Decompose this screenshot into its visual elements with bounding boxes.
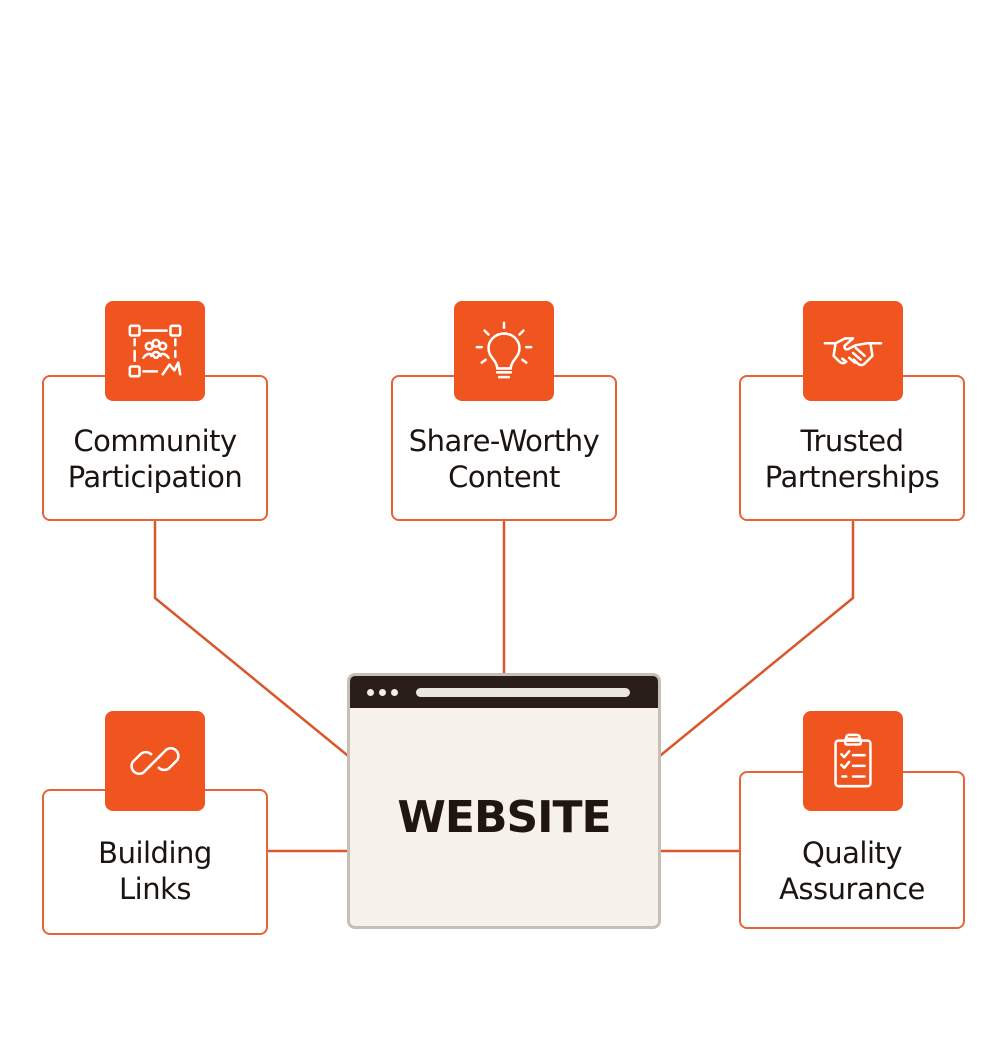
node-label: Share-Worthy Content [393, 423, 615, 495]
node-trusted-partnerships: Trusted Partnerships [739, 375, 965, 521]
node-label-line: Quality [801, 836, 903, 870]
icon-tile-partnerships [803, 301, 903, 401]
icon-tile-community [105, 301, 205, 401]
node-label-line: Assurance [779, 872, 925, 906]
browser-address-bar [416, 688, 630, 697]
connector-community [153, 520, 349, 757]
lightbulb-icon [475, 321, 533, 379]
node-label-line: Partnerships [764, 460, 940, 494]
node-label-line: Participation [67, 460, 243, 494]
node-label-line: Building [98, 836, 212, 870]
node-label: Building Links [44, 835, 266, 907]
window-dot-icon [367, 689, 374, 696]
icon-tile-quality [803, 711, 903, 811]
node-label-line: Community [73, 424, 237, 458]
node-label-line: Links [119, 872, 192, 906]
handshake-icon [823, 337, 883, 367]
node-label-line: Share-Worthy [408, 424, 600, 458]
chain-link-icon [130, 746, 180, 776]
node-share-worthy-content: Share-Worthy Content [391, 375, 617, 521]
window-dot-icon [391, 689, 398, 696]
website-label: WEBSITE [397, 792, 611, 843]
icon-tile-links [105, 711, 205, 811]
community-grid-icon [128, 324, 182, 378]
clipboard-checklist-icon [834, 733, 872, 788]
node-label-line: Trusted [800, 424, 904, 458]
node-label: Trusted Partnerships [741, 423, 963, 495]
icon-tile-content [454, 301, 554, 401]
node-building-links: Building Links [42, 789, 268, 935]
node-label: Quality Assurance [741, 835, 963, 907]
window-dot-icon [379, 689, 386, 696]
node-label-line: Content [448, 460, 560, 494]
website-browser-window: WEBSITE [347, 673, 661, 929]
connector-partnerships [659, 520, 855, 757]
browser-title-bar [350, 676, 658, 708]
node-label: Community Participation [44, 423, 266, 495]
